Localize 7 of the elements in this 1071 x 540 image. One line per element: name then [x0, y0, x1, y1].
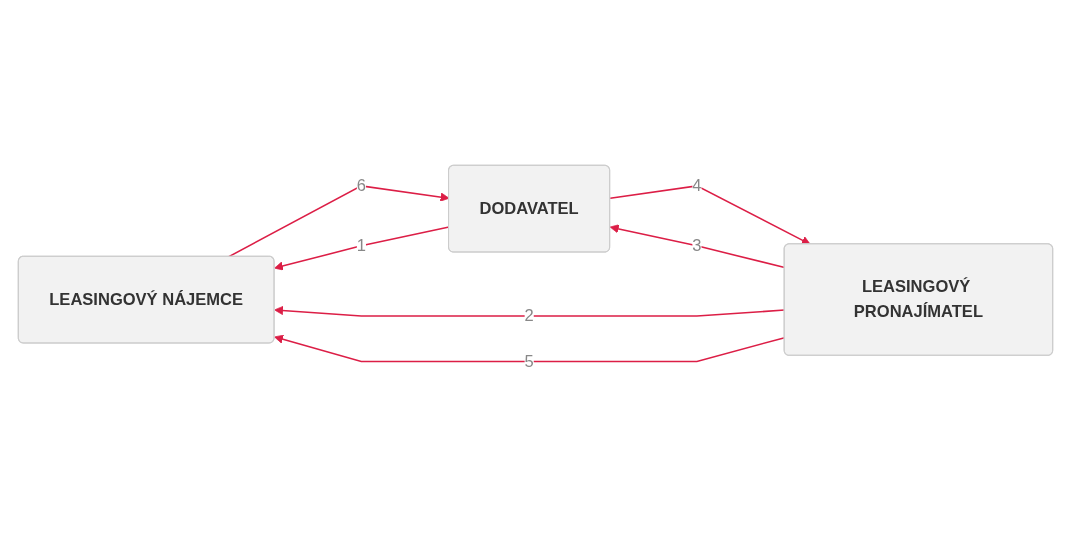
- arrow: [609, 185, 811, 246]
- edge-label: 6: [356, 177, 366, 195]
- edge-label: 1: [356, 236, 366, 255]
- edge-label: 3: [692, 236, 702, 255]
- edge-label: 2: [524, 307, 534, 325]
- edge-label: 5: [524, 352, 534, 371]
- edge-label: 4: [692, 177, 702, 195]
